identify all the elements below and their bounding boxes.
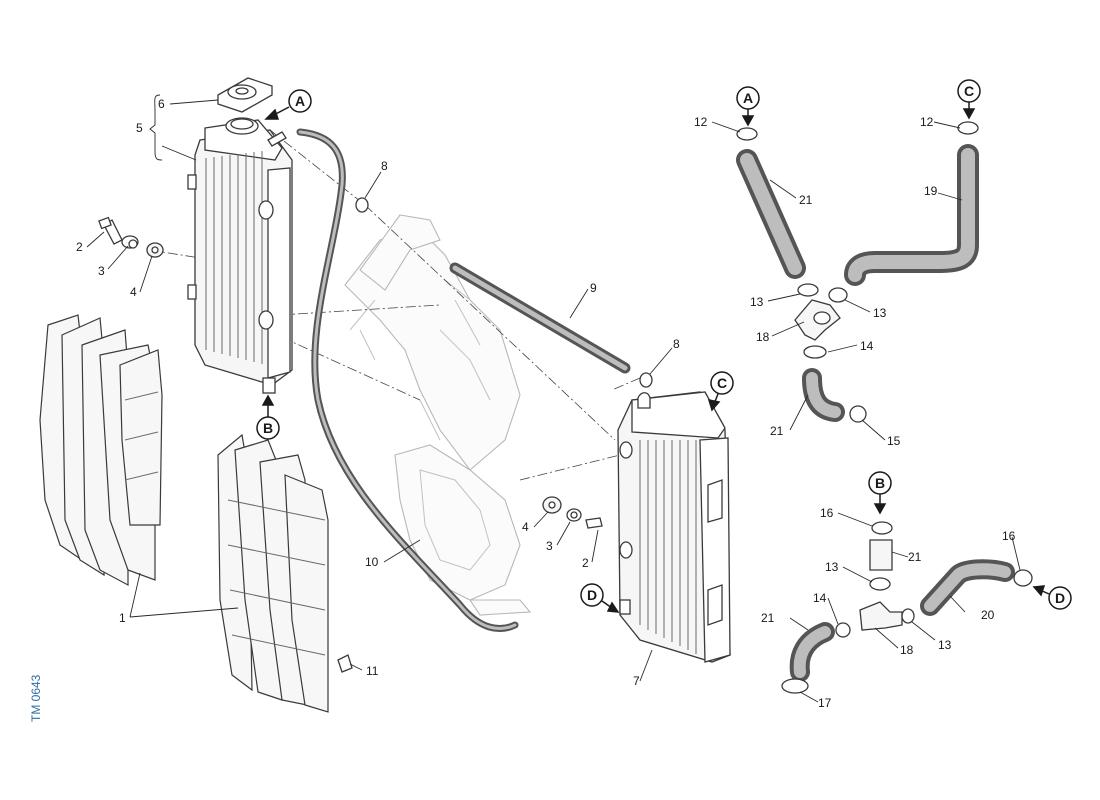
callout-c-hose: C <box>957 79 981 120</box>
label-19: 19 <box>924 184 938 198</box>
connecting-hose <box>449 262 631 374</box>
label-12-a: 12 <box>694 115 708 129</box>
label-13-upper-left: 13 <box>750 295 764 309</box>
svg-text:C: C <box>964 83 974 99</box>
label-12-c: 12 <box>920 115 934 129</box>
leader-lines <box>86 94 1021 703</box>
label-21-lower: 21 <box>908 550 922 564</box>
label-18-upper: 18 <box>756 330 770 344</box>
label-21-bottom: 21 <box>761 611 775 625</box>
label-21-mid: 21 <box>770 424 784 438</box>
svg-text:A: A <box>295 93 305 109</box>
label-3-left: 3 <box>98 264 105 278</box>
motorcycle-frame <box>344 214 532 616</box>
label-10: 10 <box>365 555 379 569</box>
upper-hose-assembly <box>736 121 979 423</box>
label-8-right: 8 <box>673 337 680 351</box>
right-radiator <box>617 391 731 663</box>
hose-clamp-8-right <box>639 372 653 388</box>
label-13-bottom: 13 <box>938 638 952 652</box>
callout-d-right-radiator: D <box>580 583 620 613</box>
label-4-left: 4 <box>130 285 137 299</box>
label-16-right: 16 <box>1002 529 1016 543</box>
label-15: 15 <box>887 434 901 448</box>
svg-text:C: C <box>717 375 727 391</box>
label-21-upper: 21 <box>799 193 813 207</box>
right-mount-parts <box>542 496 603 529</box>
label-16-left: 16 <box>820 506 834 520</box>
left-mount-parts <box>98 216 164 258</box>
label-1: 1 <box>119 611 126 625</box>
callout-a-hose: A <box>736 86 760 127</box>
svg-text:A: A <box>743 90 753 106</box>
overflow-hose <box>296 128 519 632</box>
label-17: 17 <box>818 696 832 710</box>
label-4-right: 4 <box>522 520 529 534</box>
label-13-lower: 13 <box>825 560 839 574</box>
radiator-louver-grille <box>217 433 329 713</box>
label-2-right: 2 <box>582 556 589 570</box>
label-9: 9 <box>590 281 597 295</box>
label-2-left: 2 <box>76 240 83 254</box>
label-7: 7 <box>633 674 640 688</box>
label-6: 6 <box>158 97 165 111</box>
part-number-labels: 6 5 2 3 4 1 8 9 8 10 11 4 3 2 7 12 12 21… <box>76 97 1016 710</box>
callout-b-hose: B <box>868 471 892 515</box>
label-5: 5 <box>136 121 143 135</box>
callout-c-right-radiator: C <box>707 371 734 412</box>
clip <box>337 654 353 673</box>
hose-clamp-8-top <box>355 197 369 213</box>
reference-code: TM 0643 <box>29 674 43 722</box>
label-3-right: 3 <box>546 539 553 553</box>
label-14-upper: 14 <box>860 339 874 353</box>
left-radiator <box>187 117 293 394</box>
label-20: 20 <box>981 608 995 622</box>
lower-hose-assembly <box>781 521 1033 694</box>
radiator-cap <box>217 77 273 113</box>
svg-text:B: B <box>875 475 885 491</box>
label-13-upper-right: 13 <box>873 306 887 320</box>
svg-text:B: B <box>263 420 273 436</box>
callout-b-left: B <box>256 394 280 440</box>
callout-d-hose: D <box>1032 585 1072 610</box>
label-14-lower: 14 <box>813 591 827 605</box>
radiator-shroud <box>39 314 163 587</box>
svg-text:D: D <box>1055 590 1065 606</box>
callout-a-left: A <box>264 89 312 120</box>
label-18-lower: 18 <box>900 643 914 657</box>
label-11: 11 <box>366 664 379 678</box>
label-8-left: 8 <box>381 159 388 173</box>
svg-text:D: D <box>587 587 597 603</box>
